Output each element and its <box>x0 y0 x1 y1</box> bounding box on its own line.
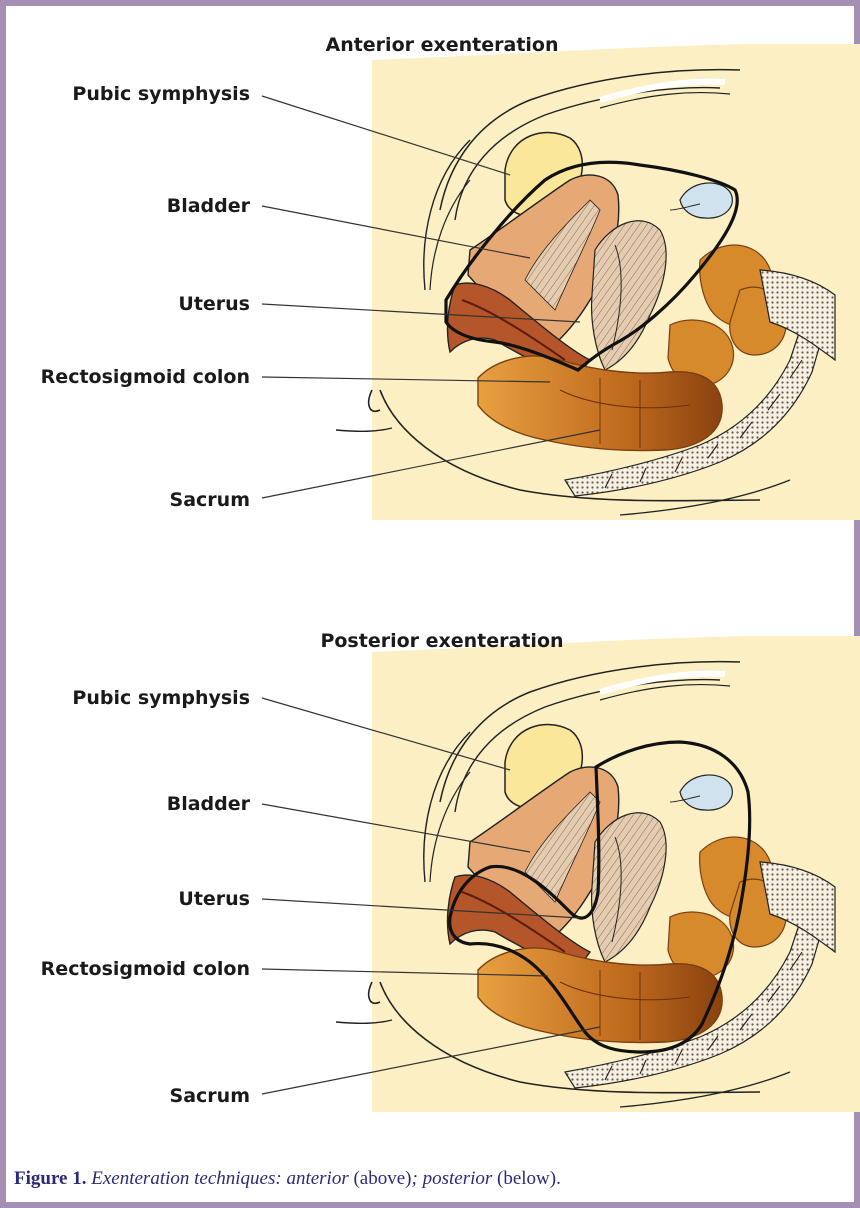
label-rectosigmoid-colon: Rectosigmoid colon <box>41 366 250 388</box>
anterior-panel <box>336 44 860 520</box>
label-bladder: Bladder <box>167 793 251 815</box>
anterior-title: Anterior exenteration <box>325 34 558 56</box>
label-bladder: Bladder <box>167 195 251 217</box>
caption-text-5: . <box>556 1168 561 1189</box>
caption-label: Figure 1. <box>14 1168 86 1189</box>
label-pubic-symphysis: Pubic symphysis <box>72 83 250 105</box>
label-uterus: Uterus <box>178 888 250 910</box>
caption-text-3: ; posterior <box>412 1168 493 1189</box>
posterior-panel <box>336 636 860 1112</box>
label-pubic-symphysis: Pubic symphysis <box>72 687 250 709</box>
label-sacrum: Sacrum <box>170 489 250 511</box>
label-sacrum: Sacrum <box>170 1085 250 1107</box>
caption-text-2: (above) <box>353 1168 411 1189</box>
caption-text-4: (below) <box>497 1168 556 1189</box>
label-uterus: Uterus <box>178 293 250 315</box>
label-rectosigmoid-colon: Rectosigmoid colon <box>41 958 250 980</box>
posterior-title: Posterior exenteration <box>320 630 563 652</box>
figure-caption: Figure 1. Exenteration techniques: anter… <box>14 1168 844 1190</box>
caption-text-1: Exenteration techniques: anterior <box>91 1168 349 1189</box>
